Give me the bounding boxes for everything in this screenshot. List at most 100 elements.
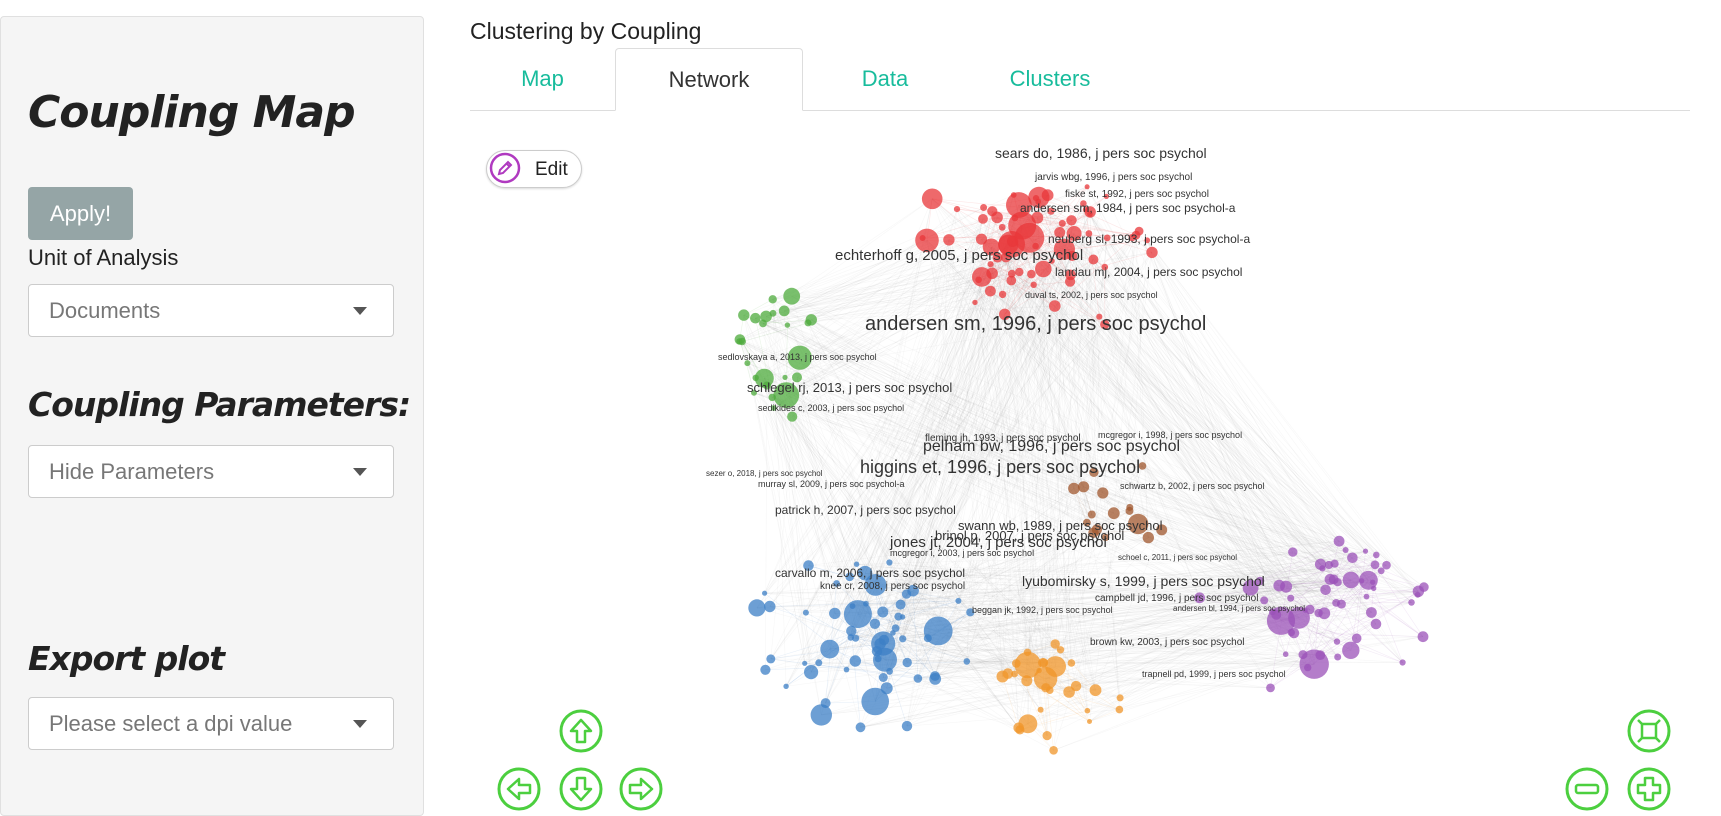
- graph-node: [802, 661, 807, 666]
- edit-button[interactable]: Edit: [486, 150, 582, 188]
- graph-node: [856, 722, 866, 732]
- graph-node: [902, 721, 912, 731]
- graph-node: [877, 607, 888, 618]
- chevron-down-icon: [353, 720, 367, 728]
- graph-node: [954, 206, 960, 212]
- graph-node: [803, 610, 809, 616]
- graph-node: [1287, 595, 1294, 602]
- graph-node: [844, 667, 850, 673]
- pan-down-button[interactable]: [558, 766, 604, 812]
- node-label: higgins et, 1996, j pers soc psychol: [860, 457, 1140, 477]
- graph-node: [972, 300, 977, 305]
- node-label: brown kw, 2003, j pers soc psychol: [1090, 637, 1245, 648]
- chevron-down-icon: [353, 468, 367, 476]
- tab-clusters[interactable]: Clusters: [967, 48, 1133, 110]
- node-label: mcgregor i, 2003, j pers soc psychol: [890, 548, 1034, 558]
- graph-node: [999, 224, 1006, 231]
- parameters-select[interactable]: Hide Parameters: [28, 445, 394, 498]
- zoom-out-button[interactable]: [1564, 766, 1610, 812]
- graph-node: [1078, 481, 1089, 492]
- graph-node: [1288, 547, 1297, 556]
- graph-node: [850, 655, 861, 666]
- node-label: beggan jk, 1992, j pers soc psychol: [972, 605, 1113, 615]
- graph-node: [1049, 300, 1061, 312]
- node-label: patrick h, 2007, j pers soc psychol: [775, 503, 956, 517]
- graph-node: [1334, 654, 1341, 661]
- pan-left-button[interactable]: [496, 766, 542, 812]
- graph-node: [783, 288, 800, 305]
- arrow-up-icon: [561, 711, 601, 751]
- graph-node: [1051, 639, 1060, 648]
- graph-node: [1363, 549, 1368, 554]
- tab-bar: Map Network Data Clusters: [470, 48, 1690, 111]
- graph-node: [1347, 553, 1358, 564]
- graph-node: [764, 601, 775, 612]
- graph-node: [1068, 659, 1076, 667]
- graph-node: [1315, 559, 1326, 570]
- graph-node: [1090, 684, 1102, 696]
- fit-view-button[interactable]: [1626, 708, 1672, 754]
- dpi-select-placeholder: Please select a dpi value: [49, 711, 292, 736]
- graph-node: [1036, 668, 1041, 673]
- node-label: duval ts, 2002, j pers soc psychol: [1025, 290, 1158, 300]
- graph-node: [892, 624, 900, 632]
- graph-node: [1146, 247, 1157, 258]
- graph-node: [924, 634, 932, 642]
- graph-node: [930, 671, 940, 681]
- graph-node: [1021, 675, 1032, 686]
- graph-node: [1027, 270, 1036, 279]
- graph-node: [1041, 683, 1050, 692]
- unit-of-analysis-select[interactable]: Documents: [28, 284, 394, 337]
- graph-node: [1334, 536, 1345, 547]
- node-label: neuberg sl, 1993, j pers soc psychol-a: [1048, 232, 1250, 246]
- network-graph[interactable]: sears do, 1986, j pers soc psycholjarvis…: [470, 130, 1710, 802]
- tab-data[interactable]: Data: [803, 48, 967, 110]
- graph-node: [785, 322, 790, 327]
- graph-node: [1320, 585, 1331, 596]
- node-label: andersen sm, 1984, j pers soc psychol-a: [1020, 201, 1236, 215]
- tab-network[interactable]: Network: [615, 48, 803, 111]
- graph-node: [1371, 560, 1380, 569]
- unit-of-analysis-label: Unit of Analysis: [28, 245, 178, 271]
- pan-right-button[interactable]: [618, 766, 664, 812]
- graph-node: [1334, 638, 1340, 644]
- graph-node: [1373, 552, 1380, 559]
- graph-node: [783, 684, 788, 689]
- dpi-select[interactable]: Please select a dpi value: [28, 697, 394, 750]
- graph-node: [1273, 580, 1285, 592]
- zoom-in-button[interactable]: [1626, 766, 1672, 812]
- node-label: sedikides c, 2003, j pers soc psychol: [758, 403, 904, 413]
- node-label: landau mj, 2004, j pers soc psychol: [1055, 265, 1242, 279]
- graph-node: [1342, 642, 1359, 659]
- apply-button[interactable]: Apply!: [28, 187, 133, 240]
- graph-node: [821, 698, 831, 708]
- graph-node: [766, 654, 775, 663]
- graph-node: [1015, 268, 1023, 276]
- graph-node: [1359, 578, 1364, 583]
- graph-node: [870, 619, 880, 629]
- minus-icon: [1567, 769, 1607, 809]
- graph-node: [1117, 694, 1124, 701]
- zoom-extends-icon: [1629, 711, 1669, 751]
- graph-node: [820, 640, 839, 659]
- node-label: pelham bw, 1996, j pers soc psychol: [923, 438, 1180, 455]
- pan-up-button[interactable]: [558, 708, 604, 754]
- graph-node: [1038, 707, 1044, 713]
- graph-node: [1003, 668, 1014, 679]
- node-label: sedlovskaya a, 2013, j pers soc psychol: [718, 352, 877, 362]
- graph-node: [1085, 708, 1091, 714]
- graph-node: [871, 631, 895, 655]
- node-label: knee cr, 2008, j pers soc psychol: [820, 581, 965, 592]
- graph-node: [738, 309, 749, 320]
- graph-node: [1378, 567, 1385, 574]
- graph-node: [1333, 578, 1341, 586]
- graph-node: [805, 319, 812, 326]
- node-label: mcgregor i, 1998, j pers soc psychol: [1098, 430, 1242, 440]
- graph-node: [1318, 607, 1330, 619]
- node-label: andersen bl, 1994, j pers soc psychol: [1173, 604, 1305, 613]
- graph-node: [879, 673, 888, 682]
- graph-node: [922, 189, 943, 210]
- node-label: echterhoff g, 2005, j pers soc psychol: [835, 247, 1083, 264]
- tab-map[interactable]: Map: [470, 48, 615, 110]
- graph-node: [1331, 560, 1339, 568]
